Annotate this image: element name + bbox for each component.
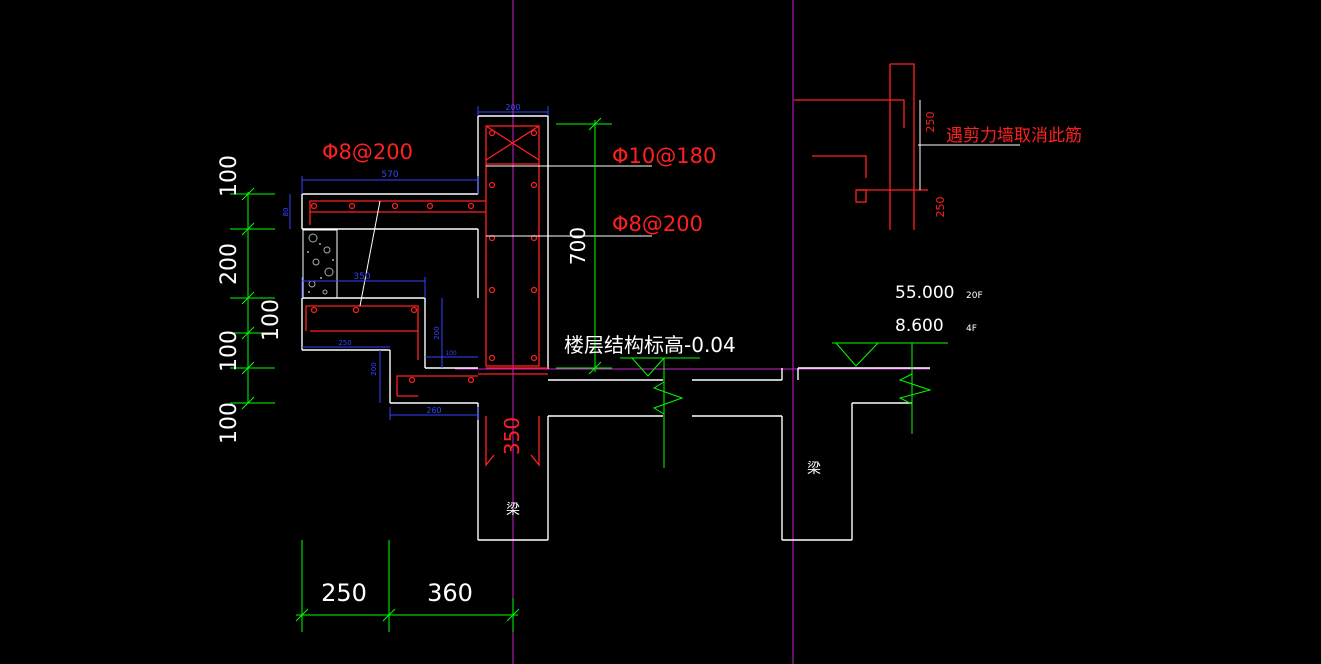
left-dim-4: 100 — [217, 330, 242, 372]
bottom-dimension-chain: 250 360 — [295, 540, 520, 632]
left-dim-2: 200 — [217, 243, 242, 285]
note-detail: 遇剪力墙取消此筋 250 250 — [794, 63, 1082, 230]
left-dim-5: 100 — [217, 402, 242, 444]
column-height-dim: 700 — [566, 227, 590, 265]
bottom-dim-2: 360 — [427, 579, 473, 607]
elevation-floor-2: 4F — [966, 324, 977, 334]
elevation-value-1: 55.000 — [895, 283, 954, 303]
small-bottom-dim: 100 — [445, 350, 457, 357]
beam-depth-dim: 350 — [500, 417, 524, 455]
bottom-dim-1: 250 — [321, 579, 367, 607]
column-dimensions: 200 700 350 — [477, 103, 612, 455]
rebar-dots — [310, 129, 538, 384]
top-width-dim: 570 — [381, 170, 398, 180]
rebar-label-group: Φ8@200 Φ10@180 Φ8@200 — [322, 140, 716, 307]
rebar-label-3: Φ8@200 — [612, 212, 703, 236]
vertical-small-dim: 200 — [433, 326, 441, 339]
bottom-width-dim: 260 — [426, 406, 441, 415]
masonry-fill-hatch — [302, 229, 338, 299]
rebar-label-1: Φ8@200 — [322, 140, 413, 164]
note-dim-bottom: 250 — [934, 197, 947, 218]
rebar-label-2: Φ10@180 — [612, 144, 716, 168]
vertical-lower-dim: 200 — [370, 362, 378, 375]
elevation-value-2: 8.600 — [895, 316, 944, 336]
left-dimension-chain: 100 200 100 100 100 — [217, 155, 284, 444]
left-dim-3: 100 — [259, 299, 284, 341]
note-dim-top: 250 — [924, 112, 937, 133]
axis-lines — [455, 0, 930, 664]
floor-level-label: 楼层结构标高-0.04 — [564, 333, 736, 357]
left-small-dim: 80 — [282, 208, 290, 217]
concrete-outline — [301, 115, 930, 541]
note-text: 遇剪力墙取消此筋 — [946, 126, 1082, 146]
beam-label-right: 梁 — [807, 461, 821, 477]
elevation-markers: 55.000 20F 8.600 4F — [832, 283, 983, 434]
beam-label-left: 梁 — [506, 502, 520, 518]
left-dim-1: 100 — [217, 155, 242, 197]
elevation-floor-1: 20F — [966, 291, 983, 301]
bottom-left-dim: 250 — [338, 339, 351, 347]
mid-width-dim: 350 — [353, 272, 370, 282]
floor-level-marker: 楼层结构标高-0.04 — [564, 333, 736, 468]
column-width-dim: 200 — [505, 103, 520, 112]
rebar — [305, 125, 548, 467]
small-dimensions: 570 80 350 200 250 100 200 260 — [282, 170, 479, 420]
